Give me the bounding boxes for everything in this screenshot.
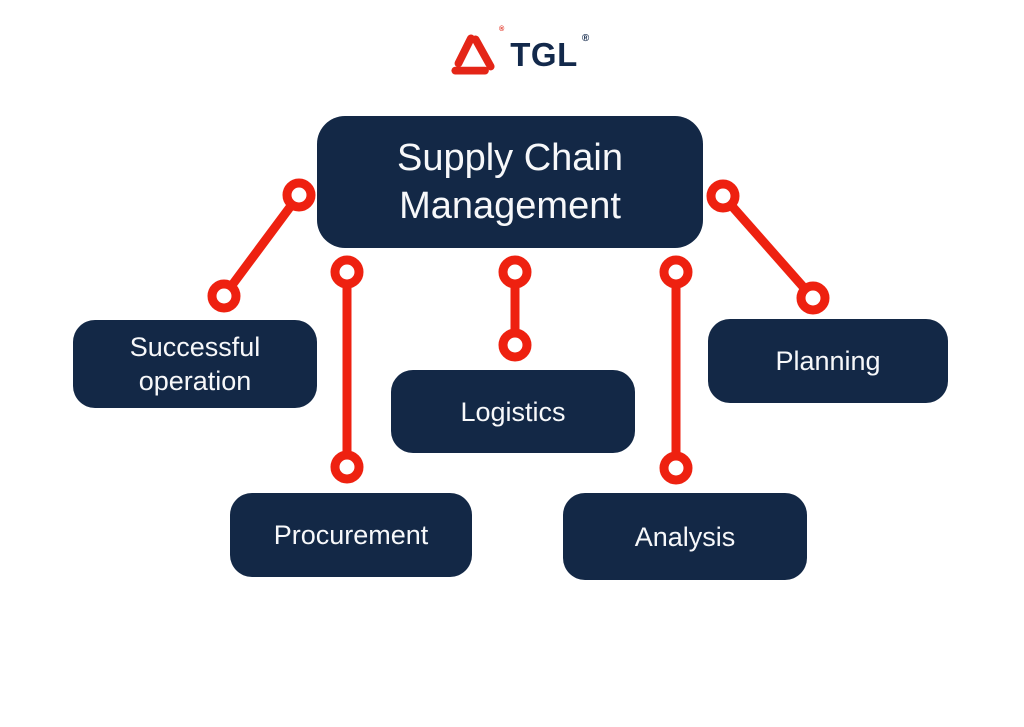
node-planning: Planning <box>708 319 948 403</box>
connector-procurement <box>330 255 364 484</box>
connector-endpoint-icon <box>498 328 532 362</box>
registered-mark: ® <box>581 32 590 44</box>
node-label: Procurement <box>273 520 429 550</box>
connector-endpoint-icon <box>659 451 693 485</box>
tgl-triangle-logo-icon: ® <box>446 26 504 80</box>
node-logistics: Logistics <box>391 370 635 453</box>
connector-endpoint-icon <box>207 279 241 313</box>
connector-endpoint-icon <box>659 255 693 289</box>
node-label: Supply Chain Management <box>396 137 624 227</box>
brand-text: TGL ® <box>510 33 589 73</box>
logo: ® TGL ® <box>0 26 1024 80</box>
connector-endpoint-icon <box>498 255 532 289</box>
node-label: Successful operation <box>129 332 261 396</box>
node-label: Planning <box>775 346 881 376</box>
node-label: Logistics <box>460 396 566 427</box>
connector-endpoint-icon <box>282 178 316 212</box>
registered-mark-icon: ® <box>499 26 505 33</box>
connector-endpoint-icon <box>330 255 364 289</box>
connector-endpoint-icon <box>706 179 740 213</box>
node-label: Analysis <box>634 521 736 552</box>
connector-endpoint-icon <box>330 450 364 484</box>
connector-logistics <box>498 255 532 362</box>
connector-analysis <box>659 255 693 485</box>
node-supply-chain-management: Supply Chain Management <box>317 116 703 248</box>
connector-endpoint-icon <box>796 281 830 315</box>
node-analysis: Analysis <box>563 493 807 580</box>
brand-label: TGL <box>510 35 578 73</box>
node-procurement: Procurement <box>230 493 472 577</box>
connector-successful-operation <box>207 178 316 313</box>
node-successful-operation: Successful operation <box>73 320 317 408</box>
connector-planning <box>706 179 830 315</box>
